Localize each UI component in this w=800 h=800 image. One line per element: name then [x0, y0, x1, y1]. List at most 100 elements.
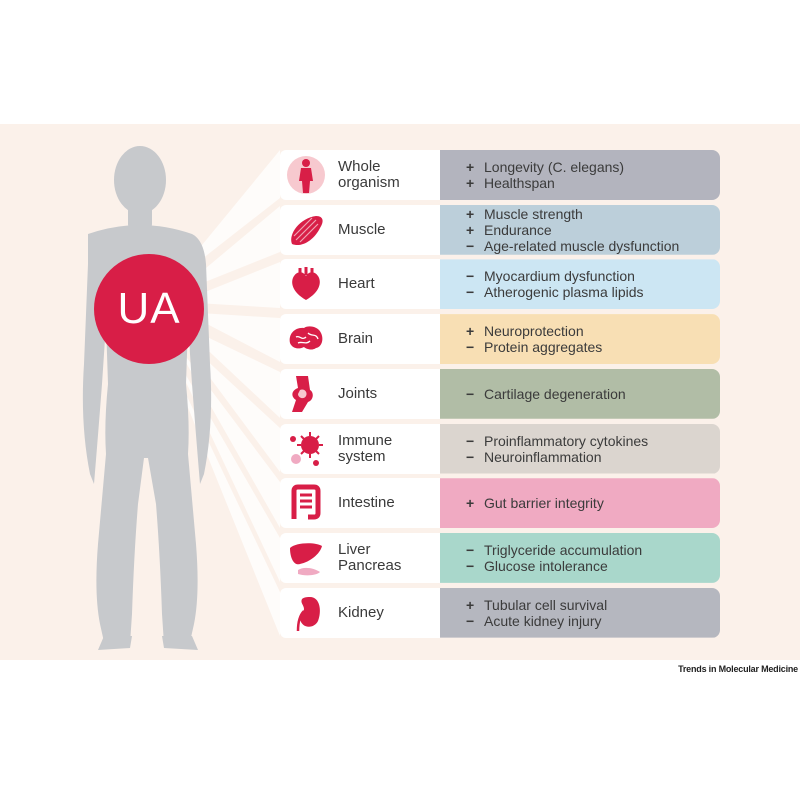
minus-sign: − [466, 284, 475, 301]
organ-cell: Immune system [280, 423, 440, 474]
effect-text: Triglyceride accumulation [484, 541, 643, 558]
effects-list: + Muscle strength + Endurance−Age-related m… [466, 205, 716, 255]
effect-text: Proinflammatory cytokines [484, 432, 649, 449]
organ-label: Kidney [338, 603, 384, 621]
organ-cell: Whole organism [280, 150, 440, 200]
effect-item: + Neuroprotection [466, 323, 716, 339]
effects-arrow: + Tubular cell survival−Acute kidney inju… [422, 587, 720, 638]
effects-list: −Myocardium dysfunction−Atherogenic plas… [466, 259, 716, 309]
effects-arrow: + Gut barrier integrity [422, 478, 720, 529]
organ-label: Brain [338, 330, 374, 348]
organ-label: Whole organism [338, 158, 400, 191]
effect-item: −Atherogenic plasma lipids [466, 284, 716, 300]
effects-arrow: + Neuroprotection−Protein aggregates [422, 314, 720, 365]
effects-list: + Longevity (C. elegans) + Healthspan [466, 150, 716, 200]
effects-arrow: + Muscle strength + Endurance−Age-related m… [422, 204, 720, 255]
virus-icon [286, 429, 326, 469]
organ-row: + Longevity (C. elegans) + Healthspan Whole … [280, 150, 720, 200]
ua-badge: UA [94, 254, 204, 364]
minus-sign: − [466, 237, 475, 254]
effect-item: + Endurance [466, 222, 716, 238]
effects-arrow: −Proinflammatory cytokines−Neuroinflamma… [422, 423, 720, 474]
organ-cell: Muscle [280, 204, 440, 255]
journal-credit: Trends in Molecular Medicine [678, 664, 798, 674]
effect-text: Healthspan [484, 175, 555, 191]
organ-row: + Tubular cell survival−Acute kidney inju… [280, 587, 720, 638]
effect-item: + Muscle strength [466, 206, 716, 222]
minus-sign: − [466, 448, 475, 465]
effects-list: −Cartilage degeneration [466, 369, 716, 419]
minus-sign: − [466, 432, 475, 449]
organ-label: Immune system [338, 431, 393, 465]
effect-text: Endurance [484, 221, 552, 238]
organ-label: Heart [338, 275, 375, 293]
plus-sign: + [466, 323, 475, 340]
effect-item: −Triglyceride accumulation [466, 542, 716, 558]
plus-sign: + [466, 495, 475, 512]
effect-text: Atherogenic plasma lipids [484, 284, 644, 301]
plus-sign: + [466, 596, 475, 613]
organ-cell: Intestine [280, 478, 440, 529]
effect-item: + Tubular cell survival [466, 597, 716, 613]
minus-sign: − [466, 612, 475, 629]
effect-item: −Protein aggregates [466, 339, 716, 355]
effect-text: Age-related muscle dysfunction [484, 237, 680, 254]
effect-text: Myocardium dysfunction [484, 268, 635, 285]
plus-sign: + [466, 175, 475, 191]
organ-row: −Cartilage degeneration Joints [280, 368, 720, 419]
effect-item: + Healthspan [466, 175, 716, 191]
effect-text: Glucose intolerance [484, 557, 608, 574]
effects-list: −Proinflammatory cytokines−Neuroinflamma… [466, 424, 716, 474]
effects-arrow: −Myocardium dysfunction−Atherogenic plas… [422, 259, 720, 310]
plus-sign: + [466, 205, 475, 222]
effect-item: −Neuroinflammation [466, 449, 716, 465]
plus-sign: + [466, 221, 475, 238]
effect-text: Muscle strength [484, 205, 583, 222]
organ-label: Liver Pancreas [338, 540, 402, 574]
effects-list: + Gut barrier integrity [466, 478, 716, 528]
effect-item: −Acute kidney injury [466, 613, 716, 629]
organ-cell: Heart [280, 259, 440, 310]
effects-list: + Tubular cell survival−Acute kidney inju… [466, 588, 716, 638]
effects-list: −Triglyceride accumulation−Glucose intol… [466, 533, 716, 583]
organ-row: + Gut barrier integrity Intestine [280, 478, 720, 529]
minus-sign: − [466, 339, 475, 356]
minus-sign: − [466, 541, 475, 558]
effects-list: + Neuroprotection−Protein aggregates [466, 314, 716, 364]
kidney-icon [286, 593, 326, 633]
organ-cell: Liver Pancreas [280, 532, 440, 583]
heart-icon [286, 264, 326, 304]
effect-text: Gut barrier integrity [484, 495, 604, 512]
effect-item: −Age-related muscle dysfunction [466, 238, 716, 254]
organ-row: −Myocardium dysfunction−Atherogenic plas… [280, 259, 720, 310]
effects-arrow: −Cartilage degeneration [422, 368, 720, 419]
organ-cell: Kidney [280, 587, 440, 638]
effect-text: Acute kidney injury [484, 612, 602, 629]
brain-icon [286, 319, 326, 359]
effect-text: Neuroinflammation [484, 448, 602, 465]
effect-item: −Cartilage degeneration [466, 386, 716, 402]
organ-label: Intestine [338, 494, 395, 512]
organ-row: + Muscle strength + Endurance−Age-related m… [280, 204, 720, 255]
organ-cell: Joints [280, 368, 440, 419]
effect-item: −Myocardium dysfunction [466, 268, 716, 284]
muscle-icon [286, 210, 326, 250]
organ-label: Joints [338, 384, 378, 402]
intestine-icon [286, 483, 326, 523]
effect-text: Protein aggregates [484, 339, 603, 356]
effect-text: Tubular cell survival [484, 596, 608, 613]
effect-text: Cartilage degeneration [484, 385, 626, 402]
effect-item: −Proinflammatory cytokines [466, 433, 716, 449]
minus-sign: − [466, 268, 475, 285]
knee-joint-icon [286, 374, 326, 414]
effect-text: Neuroprotection [484, 323, 584, 340]
effect-text: Longevity (C. elegans) [484, 159, 625, 175]
effect-item: −Glucose intolerance [466, 558, 716, 574]
minus-sign: − [466, 385, 475, 402]
plus-sign: + [466, 159, 475, 175]
human-figure-icon [286, 155, 326, 195]
liver-pancreas-icon [286, 538, 326, 578]
organ-row: + Neuroprotection−Protein aggregates Brain [280, 314, 720, 365]
organ-label: Muscle [338, 220, 386, 238]
minus-sign: − [466, 557, 475, 574]
